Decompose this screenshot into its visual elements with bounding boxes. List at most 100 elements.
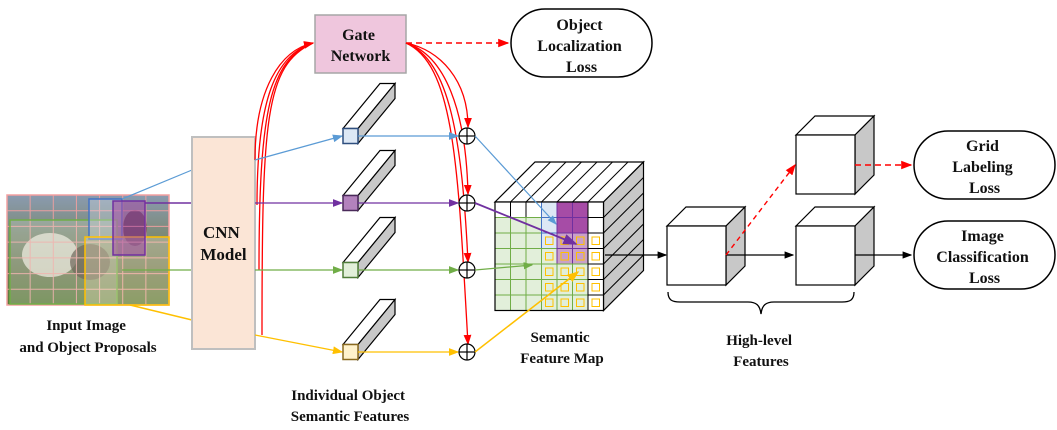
feature-map-cell bbox=[587, 217, 604, 234]
purple-to-map-arrow bbox=[474, 202, 578, 245]
yellow-to-map-arrow bbox=[474, 271, 580, 353]
blue-proposal-line bbox=[121, 169, 193, 200]
feature-map-cell bbox=[587, 279, 604, 296]
feature-map-cell bbox=[587, 294, 604, 311]
cube1-to-grid-cube-arrow bbox=[725, 163, 796, 256]
plus-signs bbox=[458, 127, 476, 361]
cnn-to-gate-arrows bbox=[254, 41, 315, 336]
yellow-cnn-to-bar-arrow bbox=[254, 334, 344, 355]
feature-map-cell bbox=[556, 217, 573, 234]
feature-map-yellow-mark bbox=[591, 267, 600, 276]
feature-map-cell bbox=[587, 232, 604, 249]
feature-map-side-line bbox=[603, 208, 644, 249]
proposal-box-green bbox=[9, 219, 118, 305]
feature-map-cell bbox=[541, 201, 558, 218]
feature-map-side-line bbox=[603, 254, 644, 296]
feature-map-top-line bbox=[541, 161, 582, 203]
feature-map-cell bbox=[572, 232, 589, 249]
green-bar-front bbox=[342, 261, 359, 279]
high-level-brace bbox=[667, 291, 855, 315]
feature-map-cell bbox=[572, 248, 589, 265]
green-to-map-arrow bbox=[474, 262, 534, 271]
gate-to-plus-arrows bbox=[405, 42, 472, 346]
feature-map-cell bbox=[510, 279, 527, 296]
semantic-feature-map bbox=[493, 160, 645, 312]
feature-map-side-line bbox=[603, 239, 644, 280]
feature-map-cell bbox=[525, 248, 542, 265]
individual-feature-bars bbox=[254, 81, 460, 362]
feature-map-cell bbox=[510, 232, 527, 249]
cnn-model-label: CNN Model bbox=[200, 223, 247, 264]
gate-network-label: Gate Network bbox=[331, 27, 391, 65]
feature-map-yellow-mark bbox=[591, 283, 600, 292]
feature-map-cell bbox=[525, 279, 542, 296]
feature-map-cell bbox=[587, 201, 604, 218]
blue-bar-front bbox=[342, 127, 359, 145]
gate-network-box: Gate Network bbox=[314, 14, 407, 74]
yellow-bar-front bbox=[342, 343, 359, 361]
proposal-box-purple bbox=[112, 200, 146, 256]
input-image-label: Input Image and Object Proposals bbox=[19, 318, 156, 356]
individual-features-label: Individual Object Semantic Features bbox=[291, 388, 410, 425]
blue-cnn-to-bar-arrow bbox=[254, 134, 344, 161]
feature-map-yellow-mark bbox=[591, 236, 600, 245]
feature-map-cell bbox=[572, 201, 589, 218]
high-level-cubes bbox=[665, 114, 876, 287]
feature-map-top-line bbox=[525, 161, 567, 203]
high-level-cube-1-front bbox=[666, 225, 727, 286]
feature-map-front-border bbox=[494, 201, 605, 312]
feature-map-top-line bbox=[556, 161, 598, 203]
feature-map-cell bbox=[494, 263, 511, 280]
feature-map-cell bbox=[494, 279, 511, 296]
grid-labeling-loss-label: Grid Labeling Loss bbox=[952, 138, 1016, 197]
feature-map-cell bbox=[494, 294, 511, 311]
blue-to-map-arrow bbox=[474, 135, 557, 225]
feature-map-cell bbox=[541, 294, 558, 311]
feature-map-side-line bbox=[603, 177, 644, 218]
feature-map-cell bbox=[556, 248, 573, 265]
purple-bar-front bbox=[342, 194, 359, 212]
feature-map-cell bbox=[525, 263, 542, 280]
feature-map-cell bbox=[525, 232, 542, 249]
feature-map-cell bbox=[494, 232, 511, 249]
object-localization-loss: Object Localization Loss bbox=[510, 8, 653, 78]
feature-map-yellow-mark bbox=[545, 283, 554, 292]
feature-map-cell bbox=[541, 248, 558, 265]
feature-map-cell bbox=[494, 248, 511, 265]
feature-map-cell bbox=[587, 248, 604, 265]
feature-map-yellow-mark bbox=[545, 267, 554, 276]
feature-map-yellow-mark bbox=[545, 252, 554, 261]
feature-map-cell bbox=[572, 279, 589, 296]
feature-map-cell bbox=[556, 201, 573, 218]
feature-map-yellow-mark bbox=[591, 298, 600, 307]
feature-map-top-line bbox=[587, 161, 629, 203]
high-level-features-label: High-level Features bbox=[726, 333, 796, 370]
input-image bbox=[6, 194, 170, 306]
feature-map-cell bbox=[494, 217, 511, 234]
feature-map-yellow-mark bbox=[591, 252, 600, 261]
feature-map-yellow-mark bbox=[560, 283, 569, 292]
feature-map-cell bbox=[587, 263, 604, 280]
semantic-feature-map-label: Semantic Feature Map bbox=[520, 330, 603, 367]
feature-map-cell bbox=[510, 294, 527, 311]
feature-map-cell bbox=[510, 201, 527, 218]
feature-map-top-line bbox=[572, 161, 613, 203]
feature-map-yellow-mark bbox=[560, 252, 569, 261]
cnn-model-box: CNN Model bbox=[191, 136, 256, 350]
yellow-proposal-line bbox=[129, 304, 193, 321]
feature-map-cell bbox=[572, 294, 589, 311]
image-classification-loss-label: Image Classification Loss bbox=[936, 228, 1032, 287]
feature-map-side-line bbox=[603, 223, 644, 265]
feature-map-yellow-mark bbox=[576, 252, 585, 261]
feature-map-cell bbox=[572, 263, 589, 280]
feature-map-cell bbox=[510, 248, 527, 265]
feature-map-yellow-mark bbox=[545, 298, 554, 307]
feature-map-yellow-mark bbox=[576, 298, 585, 307]
image-classification-loss: Image Classification Loss bbox=[913, 220, 1056, 290]
feature-map-yellow-mark bbox=[576, 283, 585, 292]
grid-labeling-loss: Grid Labeling Loss bbox=[913, 130, 1056, 200]
feature-map-cell bbox=[541, 279, 558, 296]
feature-map-cell bbox=[572, 217, 589, 234]
feature-map-side-line bbox=[603, 192, 644, 234]
object-localization-loss-label: Object Localization Loss bbox=[537, 17, 625, 76]
